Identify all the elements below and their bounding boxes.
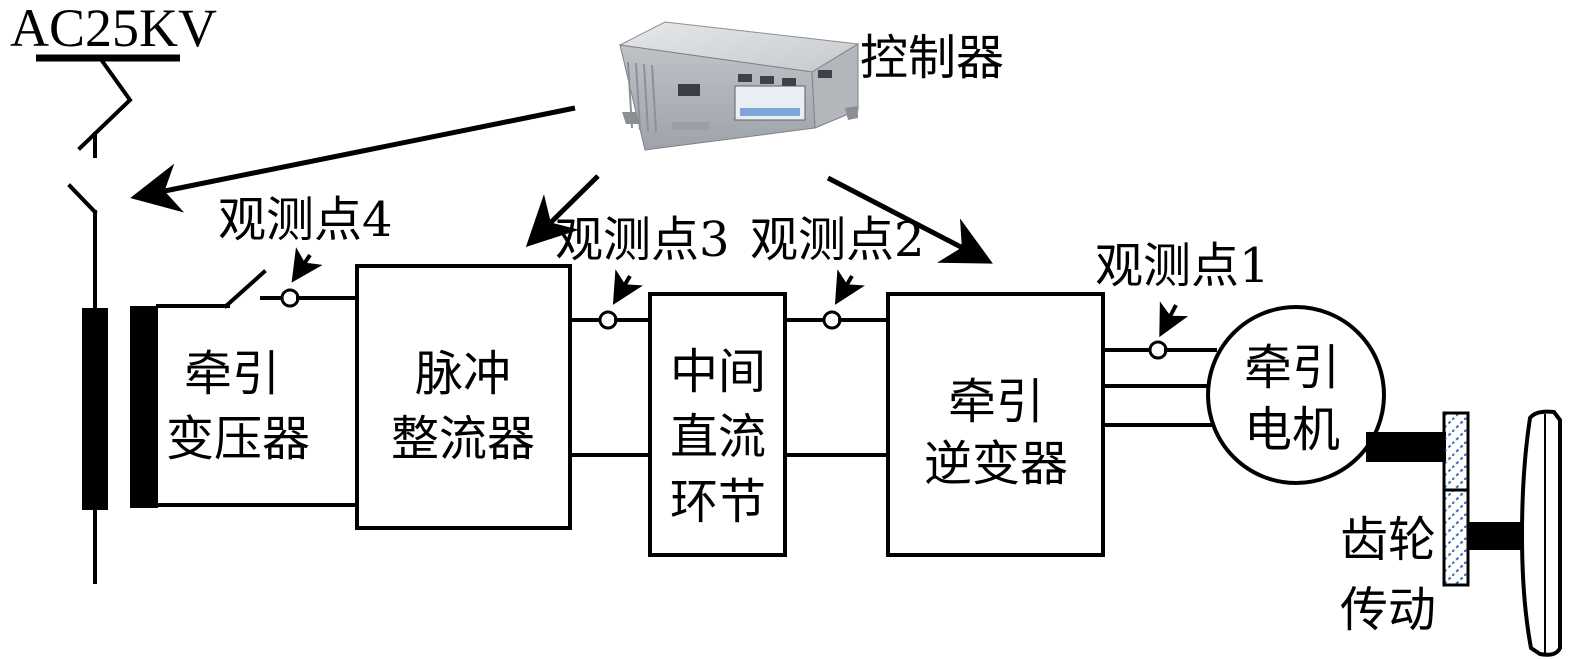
gear-transmission [1442,411,1470,587]
main-switch [67,183,98,312]
observation-node-2 [822,310,842,330]
observation-point-4-label: 观测点4 [218,192,393,248]
pulse-rectifier-block [355,264,572,530]
motor-label-line1: 牵引 [1244,340,1340,396]
pantograph [77,55,133,158]
observation-point-2-label: 观测点2 [750,212,925,268]
observation-node-3 [598,310,618,330]
transformer-label-line2: 变压器 [166,411,310,467]
supply-label: AC25KV [10,0,217,58]
observation-node-1 [1148,340,1168,360]
dc-link-label-line3: 环节 [670,474,766,530]
traction-motor [1206,305,1386,485]
observation-point-1-arrow [1159,301,1189,338]
controller-device-image [618,21,860,151]
control-arrow-to-inverter [826,175,993,264]
observation-point-3-label: 观测点3 [555,212,730,268]
control-arrow-to-rectifier [525,174,600,248]
dc-link-block [648,292,787,557]
transformer-label-line1: 牵引 [184,346,280,402]
secondary-top-line [156,269,359,309]
controller-label: 控制器 [860,30,1004,86]
control-arrow-to-switch [130,105,576,213]
axle-shaft [1468,522,1526,550]
gear-label-line1: 齿轮 [1340,512,1436,568]
motor-label-line2: 电机 [1244,402,1340,458]
rectifier-label-line1: 脉冲 [415,346,511,402]
observation-point-3-arrow [612,269,643,305]
transformer-secondary-winding [130,306,158,508]
observation-point-4-arrow [291,247,323,283]
dc-link-label-line2: 直流 [670,409,766,465]
gear-label-line2: 传动 [1340,582,1436,638]
transformer-primary-winding [82,308,108,510]
observation-node-4 [280,288,300,308]
inverter-label-line1: 牵引 [948,374,1044,430]
observation-point-1-label: 观测点1 [1095,238,1270,294]
inverter-label-line2: 逆变器 [924,436,1068,492]
dc-link-label-line1: 中间 [670,344,766,400]
observation-point-2-arrow [834,269,865,305]
traction-inverter-block [886,292,1105,557]
wheel [1519,409,1562,657]
rectifier-label-line2: 整流器 [391,411,535,467]
motor-shaft [1366,432,1446,462]
